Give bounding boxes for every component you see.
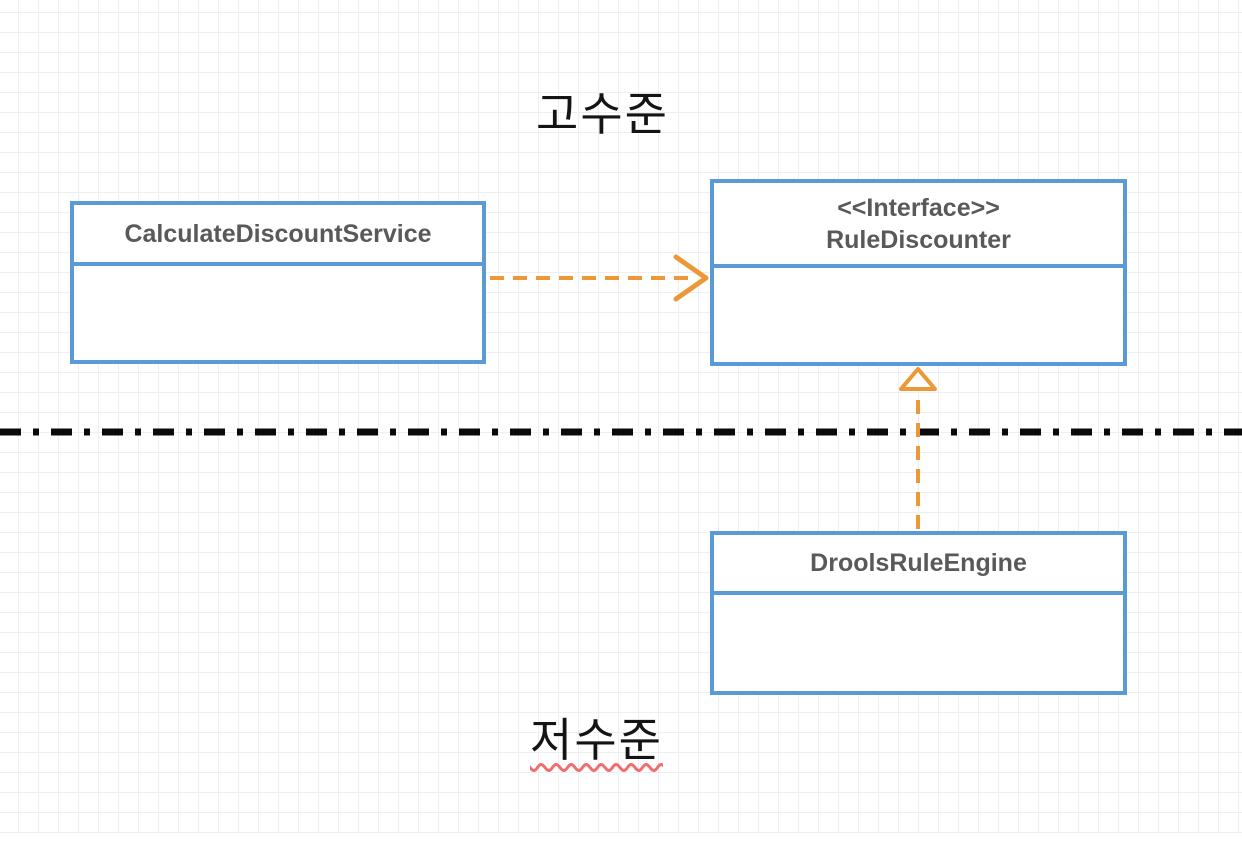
class-box-calculate-discount-service: CalculateDiscountService (70, 201, 486, 364)
class-title-bar: CalculateDiscountService (74, 205, 482, 266)
low-level-label: 저수준 (530, 716, 663, 764)
interface-stereotype: <<Interface>> (837, 193, 1000, 222)
low-level-label-text: 저수준 (530, 714, 663, 766)
high-level-label: 고수준 (536, 90, 669, 138)
class-title-bar: DroolsRuleEngine (714, 535, 1123, 595)
high-level-label-text: 고수준 (536, 88, 669, 140)
interface-box-rule-discounter: <<Interface>> RuleDiscounter (710, 179, 1127, 366)
class-box-drools-rule-engine: DroolsRuleEngine (710, 531, 1127, 695)
class-title-bar: <<Interface>> RuleDiscounter (714, 183, 1123, 268)
class-name: CalculateDiscountService (124, 219, 432, 248)
class-name: DroolsRuleEngine (810, 549, 1027, 577)
class-name: RuleDiscounter (826, 225, 1011, 254)
